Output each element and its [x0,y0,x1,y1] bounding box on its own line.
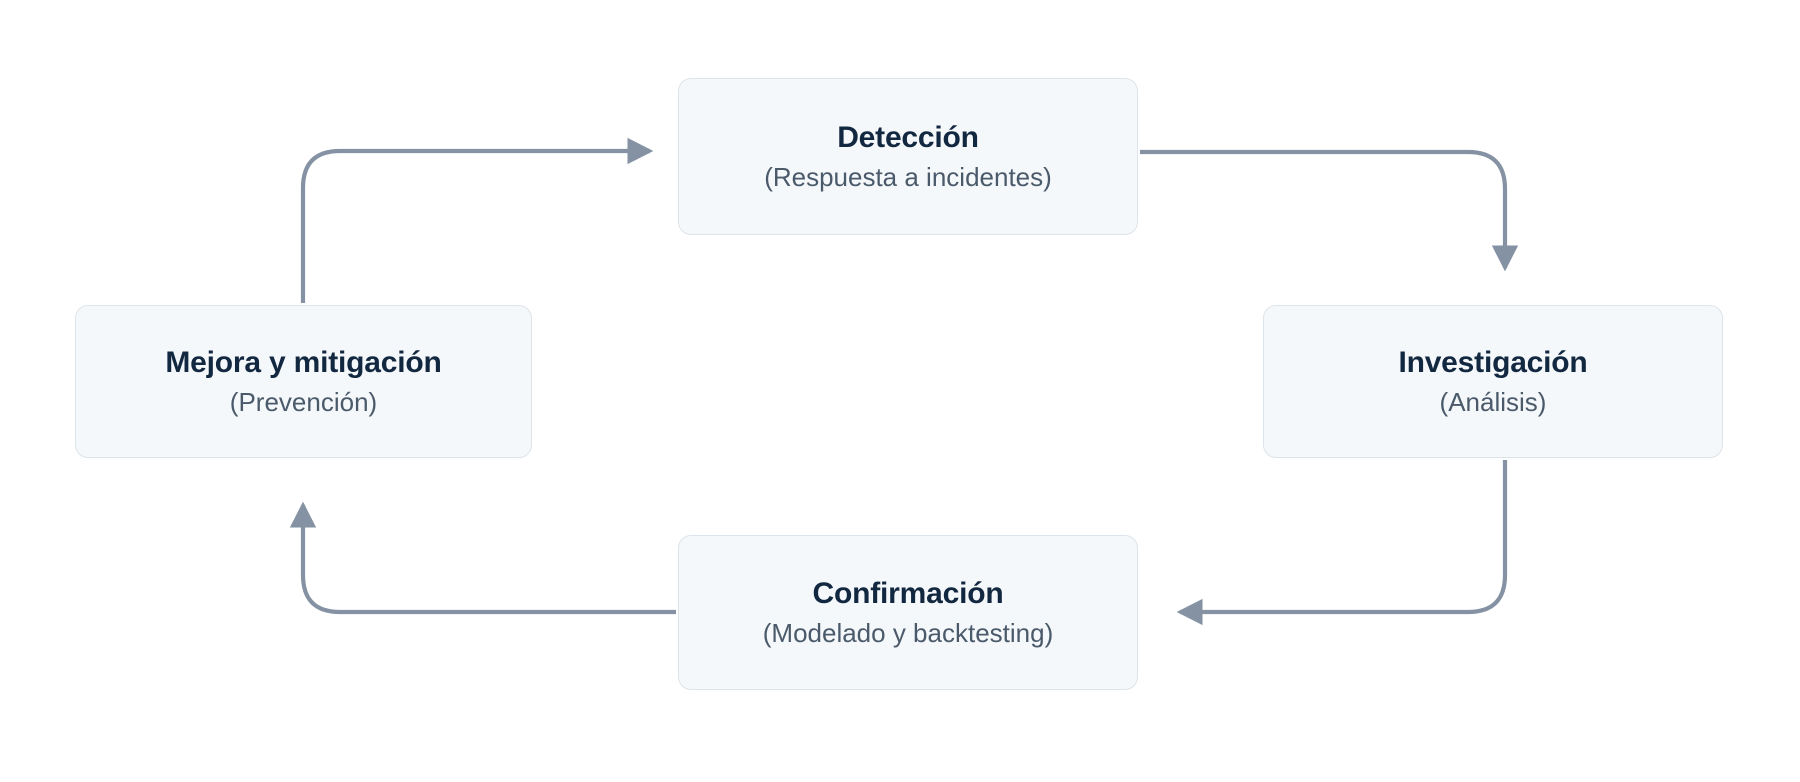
node-deteccion-subtitle: (Respuesta a incidentes) [764,161,1052,192]
edge-confirmacion-to-mejora [289,501,676,615]
node-confirmacion-subtitle: (Modelado y backtesting) [762,617,1054,648]
node-confirmacion-title: Confirmación [812,576,1004,610]
node-investigacion-title: Investigación [1398,345,1588,379]
node-confirmacion[interactable]: Confirmación (Modelado y backtesting) [678,535,1138,690]
edge-deteccion-to-investigacion [1140,149,1519,272]
node-deteccion-title: Detección [837,120,979,154]
node-mejora-title: Mejora y mitigación [165,345,442,379]
node-investigacion-subtitle: (Análisis) [1439,386,1547,417]
node-deteccion[interactable]: Detección (Respuesta a incidentes) [678,78,1138,235]
node-mejora-y-mitigacion[interactable]: Mejora y mitigación (Prevención) [75,305,532,458]
edge-mejora-to-deteccion [300,137,654,303]
edge-investigacion-to-confirmacion [1176,460,1508,626]
node-investigacion[interactable]: Investigación (Análisis) [1263,305,1723,458]
node-mejora-subtitle: (Prevención) [229,386,378,417]
